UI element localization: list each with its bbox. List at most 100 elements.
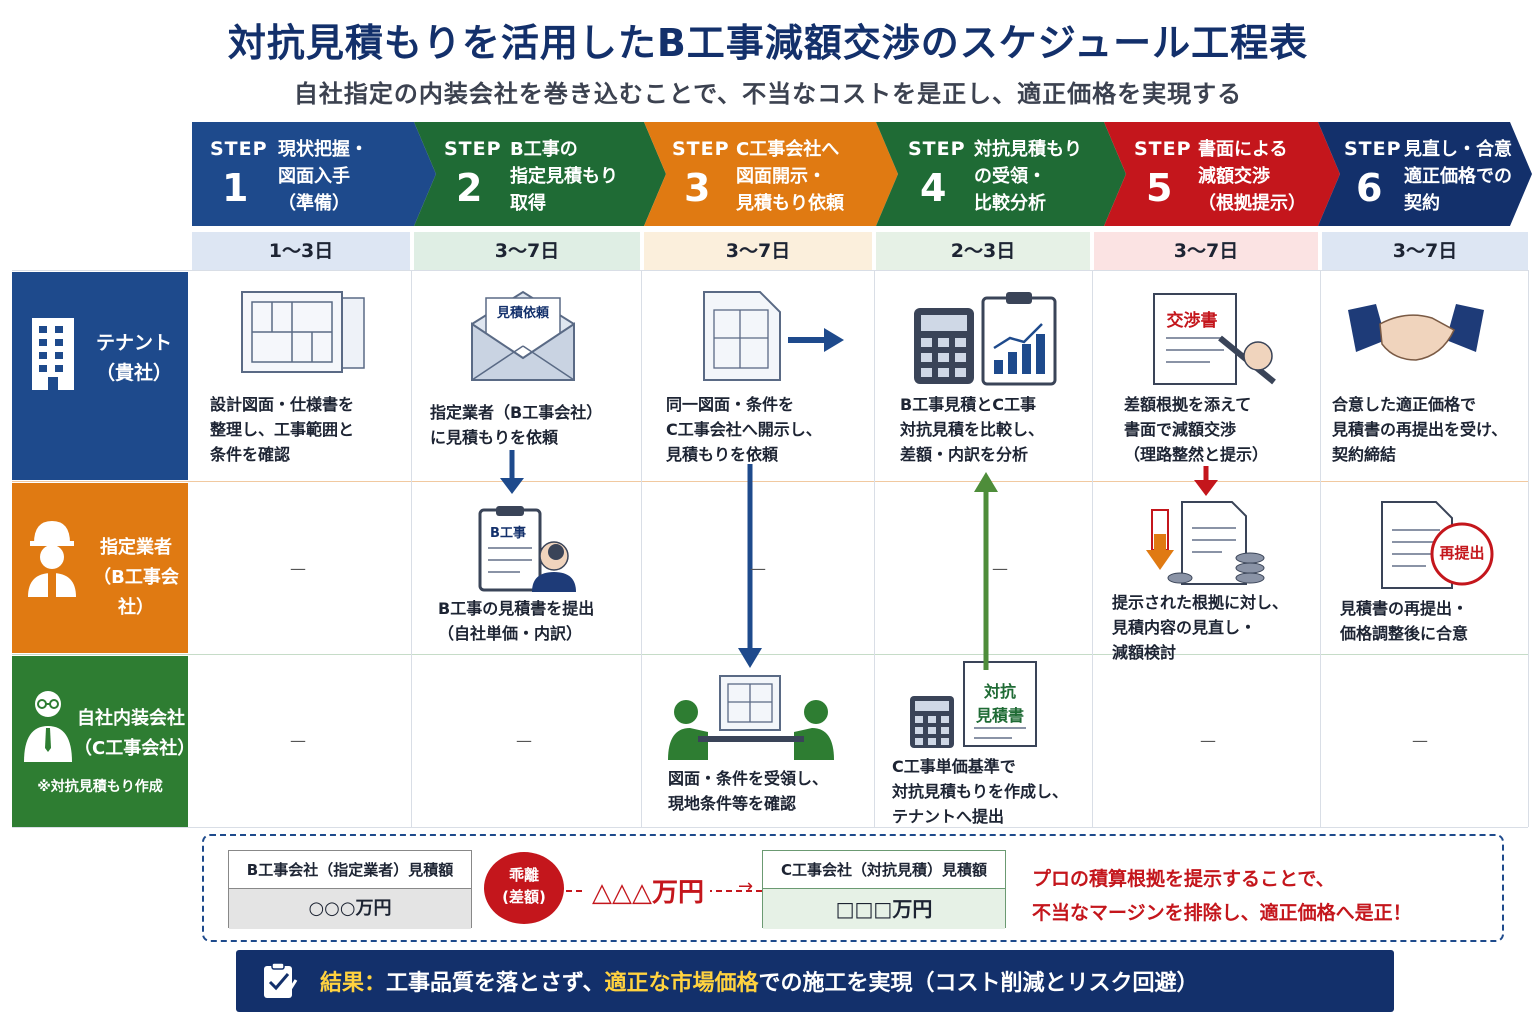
comparison-panel — [202, 834, 1504, 942]
cell-vendor-step2: B工事の見積書を提出 （自社単価・内訳） — [438, 599, 595, 643]
cell-ours-step3: 図面・条件を受領し、 現地条件等を確認 — [668, 769, 829, 813]
arrow-right-icon — [788, 328, 844, 352]
page-subtitle: 自社指定の内装会社を巻き込むことで、不当なコストを是正し、適正価格を実現する — [293, 80, 1243, 108]
step-6-number: 6 — [1356, 166, 1383, 210]
c-estimate-label: C工事会社（対抗見積）見積額 — [763, 851, 1005, 889]
result-prefix: 結果： — [320, 971, 387, 996]
handshake-icon — [1348, 304, 1484, 361]
resubmit-doc-icon — [1381, 501, 1494, 589]
role-ours-note: ※対抗見積もり作成 — [37, 779, 163, 795]
step-6-title: 見直し・合意 適正価格での 契約 — [1404, 139, 1512, 214]
step-1-label: STEP — [210, 138, 268, 160]
cell-tenant-step2: 指定業者（B工事会社） に見積もりを依頼 — [430, 403, 603, 447]
cell-tenant-step3: 同一図面・条件を C工事会社へ開示し、 見積もりを依頼 — [666, 395, 822, 464]
comparison-message: プロの積算根拠を提示することで、 不当なマージンを排除し、適正価格へ是正！ — [1032, 868, 1412, 924]
resubmit-stamp-label: 再提出 — [1439, 544, 1485, 562]
duration-step-2: 3〜7日 — [414, 232, 640, 270]
step-5-chevron — [1104, 122, 1340, 226]
arrow-down-step2 — [500, 450, 524, 494]
cell-vendor-step4: — — [992, 559, 1008, 578]
step-4-chevron — [876, 122, 1126, 226]
duration-step-3: 3〜7日 — [644, 232, 872, 270]
b-estimate-box: B工事会社（指定業者）見積額 ○○○万円 — [228, 850, 472, 929]
step-2: STEP 2 B工事の 指定見積もり 取得 — [414, 122, 666, 226]
role-vendor: 指定業者 （B工事会社） — [12, 483, 188, 653]
step-5-number: 5 — [1146, 166, 1173, 210]
step-4-title: 対抗見積もり の受領・ 比較分析 — [974, 139, 1082, 214]
step-1-title: 現状把握・ 図面入手 （準備） — [278, 139, 368, 214]
cell-ours-step2: — — [516, 731, 532, 750]
duration-step-6: 3〜7日 — [1322, 232, 1528, 270]
cell-tenant-step6: 合意した適正価格で 見積書の再提出を受け、 契約締結 — [1332, 395, 1508, 464]
role-ours-name: 自社内装会社 （C工事会社） — [74, 708, 196, 759]
envelope-icon — [471, 290, 575, 381]
negotiation-doc-icon — [1153, 293, 1276, 385]
envelope-label: 見積依頼 — [496, 306, 549, 321]
role-tenant: テナント （貴社） — [12, 272, 188, 480]
checklist-icon — [264, 962, 298, 998]
step-5-label: STEP — [1134, 138, 1192, 160]
c-estimate-box: C工事会社（対抗見積）見積額 □□□万円 — [762, 850, 1006, 929]
step-5-title: 書面による 減額交渉 （根拠提示） — [1198, 139, 1306, 214]
step-2-label: STEP — [444, 138, 502, 160]
small-calculator-icon — [910, 696, 954, 748]
c-estimate-value: □□□万円 — [763, 889, 1005, 929]
cell-ours-step1: — — [290, 731, 306, 750]
cell-ours-step5: — — [1200, 731, 1216, 750]
step-1: STEP 1 現状把握・ 図面入手 （準備） — [192, 122, 436, 226]
step-1-chevron — [192, 122, 436, 226]
result-part1: 工事品質を落とさず、 — [386, 971, 605, 996]
step-4-label: STEP — [908, 138, 966, 160]
step-5: STEP 5 書面による 減額交渉 （根拠提示） — [1104, 122, 1340, 226]
step-4-number: 4 — [920, 166, 947, 210]
arrow-down-step5 — [1194, 466, 1218, 496]
cell-vendor-step3: — — [750, 559, 766, 578]
page-title: 対抗見積もりを活用したB工事減額交渉のスケジュール工程表 — [227, 21, 1309, 65]
clipboard-label: B工事 — [490, 526, 526, 541]
cell-ours-step4: C工事単価基準で 対抗見積もりを作成し、 テナントへ提出 — [892, 757, 1069, 826]
meeting-table-icon — [668, 675, 834, 760]
step-3-chevron — [644, 122, 898, 226]
drawing-doc-icon — [703, 291, 781, 381]
step-2-title: B工事の 指定見積もり 取得 — [510, 139, 618, 214]
counter-estimate-doc-icon — [963, 661, 1037, 747]
arrow-up-step4 — [974, 472, 998, 670]
negotiation-doc-label: 交渉書 — [1166, 311, 1218, 331]
result-text: 結果：工事品質を落とさず、適正な市場価格での施工を実現（コスト削減とリスク回避） — [320, 965, 1199, 997]
report-chart-icon — [981, 292, 1057, 386]
role-vendor-name: 指定業者 （B工事会社） — [93, 537, 179, 618]
gap-arrow-icon: → — [738, 876, 754, 897]
step-6-chevron — [1318, 122, 1532, 226]
role-ours: 自社内装会社 （C工事会社） ※対抗見積もり作成 — [12, 656, 196, 827]
cost-down-doc-icon — [1146, 501, 1265, 585]
cell-tenant-step5: 差額根拠を添えて 書面で減額交渉 （理路整然と提示） — [1124, 395, 1269, 464]
clipboard-person-icon — [478, 506, 576, 592]
step-2-chevron — [414, 122, 666, 226]
step-3-number: 3 — [684, 166, 711, 210]
result-bar: 結果：工事品質を落とさず、適正な市場価格での施工を実現（コスト削減とリスク回避） — [236, 950, 1394, 1012]
building-icon — [32, 318, 74, 390]
step-3-label: STEP — [672, 138, 730, 160]
role-tenant-name: テナント （貴社） — [95, 332, 172, 384]
counter-estimate-doc-label: 対抗 見積書 — [975, 682, 1024, 725]
cell-ours-step6: — — [1412, 731, 1428, 750]
worker-helmet-icon — [28, 521, 76, 597]
b-estimate-value: ○○○万円 — [229, 889, 471, 929]
blueprint-icon — [241, 291, 365, 373]
cell-vendor-step5: 提示された根拠に対し、 見積内容の見直し・ 減額検討 — [1112, 593, 1289, 662]
duration-step-4: 2〜3日 — [876, 232, 1090, 270]
gap-badge: 乖離 (差額) — [484, 852, 564, 924]
gap-value: △△△万円 — [586, 872, 710, 909]
calculator-icon — [914, 308, 974, 384]
result-part2: での施工を実現（コスト削減とリスク回避） — [758, 971, 1199, 996]
step-2-number: 2 — [456, 166, 483, 210]
step-4: STEP 4 対抗見積もり の受領・ 比較分析 — [876, 122, 1126, 226]
step-1-number: 1 — [222, 166, 249, 210]
duration-step-1: 1〜3日 — [192, 232, 410, 270]
office-worker-icon — [24, 691, 72, 762]
step-3: STEP 3 C工事会社へ 図面開示・ 見積もり依頼 — [644, 122, 898, 226]
result-highlight: 適正な市場価格 — [604, 971, 759, 996]
step-6-label: STEP — [1344, 138, 1402, 160]
cell-tenant-step1: 設計図面・仕様書を 整理し、工事範囲と 条件を確認 — [210, 395, 355, 464]
cell-vendor-step6: 見積書の再提出・ 価格調整後に合意 — [1340, 599, 1469, 643]
